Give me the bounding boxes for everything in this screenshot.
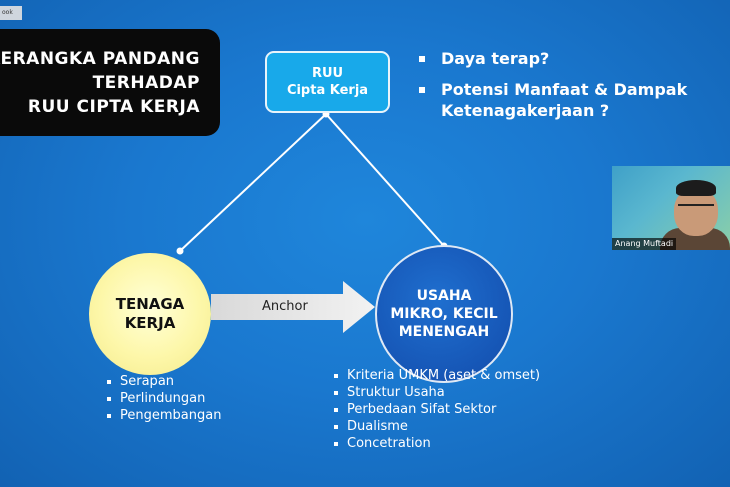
participant-name-label: Anang Muftadi — [612, 238, 677, 250]
slide-title-line-1: KERANGKA PANDANG — [0, 49, 200, 69]
bullet-square-icon — [334, 408, 338, 412]
list-item-text: Pengembangan — [120, 408, 222, 423]
bullet-square-icon — [107, 414, 111, 418]
bullet-square-icon — [334, 425, 338, 429]
top-bullet-text: Daya terap? — [441, 49, 550, 68]
list-item: Struktur Usaha — [333, 384, 540, 401]
umkm-circle: USAHA MIKRO, KECIL MENENGAH — [375, 245, 513, 383]
participant-cap — [676, 180, 716, 196]
node-dot-left — [176, 247, 184, 255]
list-item-text: Dualisme — [347, 419, 408, 434]
umkm-list: Kriteria UMKM (aset & omset) Struktur Us… — [333, 367, 540, 452]
bullet-square-icon — [334, 442, 338, 446]
list-item: Pengembangan — [106, 407, 221, 424]
bullet-square-icon — [334, 374, 338, 378]
umkm-line-3: MENENGAH — [398, 324, 490, 340]
anchor-arrow-icon — [211, 281, 375, 333]
top-bullet-item: Daya terap? — [416, 48, 687, 69]
bullet-square-icon — [419, 56, 425, 62]
bullet-square-icon — [107, 397, 111, 401]
tenaga-kerja-circle: TENAGA KERJA — [89, 253, 211, 375]
top-bullet-text: Ketenagakerjaan ? — [441, 101, 610, 120]
participant-face — [674, 188, 718, 236]
tenaga-kerja-line-1: TENAGA — [115, 295, 185, 313]
slide-title-box: KERANGKA PANDANG TERHADAP RUU CIPTA KERJ… — [0, 29, 220, 136]
slide-title-line-3: RUU CIPTA KERJA — [27, 97, 200, 117]
anchor-label: Anchor — [262, 299, 308, 314]
top-bullet-item: Potensi Manfaat & Dampak — [416, 79, 687, 100]
list-item-text: Concetration — [347, 436, 431, 451]
ruu-box-line-1: RUU — [311, 66, 344, 81]
line-ruu-to-umkm — [325, 113, 445, 247]
participant-body — [660, 228, 730, 250]
line-ruu-to-tenaga — [179, 113, 327, 252]
tenaga-kerja-line-2: KERJA — [124, 314, 176, 332]
list-item-text: Kriteria UMKM (aset & omset) — [347, 368, 541, 383]
tenaga-kerja-list: Serapan Perlindungan Pengembangan — [106, 373, 221, 424]
list-item: Perbedaan Sifat Sektor — [333, 401, 540, 418]
bullet-square-icon — [107, 380, 111, 384]
bullet-square-icon — [419, 87, 425, 93]
bullet-square-icon — [334, 391, 338, 395]
ruu-box-line-2: Cipta Kerja — [286, 83, 369, 98]
window-tag[interactable]: ook — [0, 6, 22, 20]
list-item: Dualisme — [333, 418, 540, 435]
participant-video-thumbnail[interactable]: Anang Muftadi — [612, 166, 730, 250]
list-item: Concetration — [333, 435, 540, 452]
list-item-text: Serapan — [120, 374, 175, 389]
top-bullet-text: Potensi Manfaat & Dampak — [441, 80, 688, 99]
participant-glasses — [678, 204, 714, 212]
umkm-line-1: USAHA — [416, 288, 472, 304]
top-bullet-continuation: Ketenagakerjaan ? — [416, 100, 687, 121]
list-item: Perlindungan — [106, 390, 221, 407]
list-item: Kriteria UMKM (aset & omset) — [333, 367, 540, 384]
list-item-text: Struktur Usaha — [347, 385, 445, 400]
list-item-text: Perlindungan — [120, 391, 206, 406]
slide-title-line-2: TERHADAP — [92, 73, 200, 93]
ruu-cipta-kerja-box: RUU Cipta Kerja — [265, 51, 390, 113]
top-bullet-list: Daya terap? Potensi Manfaat & Dampak Ket… — [416, 48, 687, 131]
umkm-line-2: MIKRO, KECIL — [390, 306, 498, 322]
list-item-text: Perbedaan Sifat Sektor — [347, 402, 497, 417]
list-item: Serapan — [106, 373, 221, 390]
